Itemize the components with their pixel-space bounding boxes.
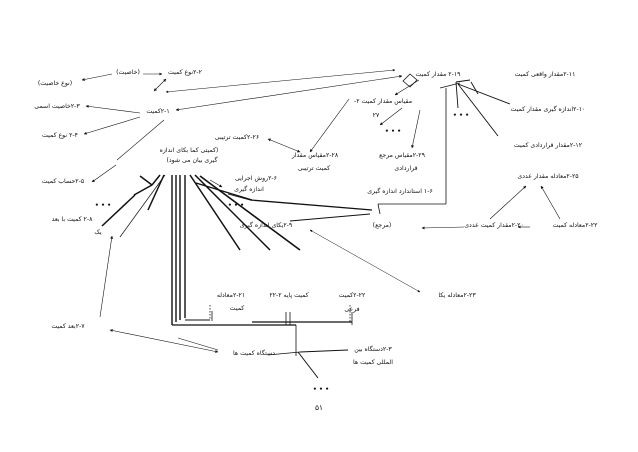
edge-13: [379, 107, 403, 126]
edge-4: [83, 116, 141, 135]
edge-10: [457, 83, 511, 105]
node-n-2-7: ۲-۷بعد کمیت: [51, 323, 85, 330]
open-diamond-connector: [402, 73, 418, 88]
node-n-2-29b: قراردادی: [394, 165, 417, 172]
ellipsis-dots-top-right: • • •: [453, 112, 469, 119]
edge-19: [489, 185, 527, 220]
edge-30: [101, 194, 136, 227]
node-n-2-29a: ۲-۲۹مقیاس مرجع: [379, 152, 425, 159]
node-n-2-28b: کمیت ترتیبی: [298, 165, 330, 172]
edge-47: [209, 179, 223, 188]
node-n-note-a: (کمیتی کما بکای اندازه: [160, 147, 219, 154]
diagram-labels: (نوع خاصیت) (خاصیت) ۲-۲نوع کمیت ۲-۳خاصیت اس…: [34, 69, 598, 393]
edge-29: [133, 184, 153, 196]
node-n-27: ۲۷: [373, 112, 380, 119]
edge-56: [177, 337, 219, 351]
page-number: ۵۱: [315, 403, 323, 412]
node-n-2-scale: مقیاس مقدار کمیت ۲-: [354, 98, 412, 105]
node-n-2-2: ۲-۲نوع کمیت: [168, 69, 203, 76]
node-n-2-4: ۲-۴ نوع کمیت: [42, 132, 78, 139]
edge-27: [139, 175, 153, 186]
edge-11: [470, 81, 479, 95]
node-n-2-12: ۲-۱۲مقدار قراردادی کمیت: [514, 142, 583, 149]
node-n-2-21: ۲-۲۱معادله: [217, 292, 245, 299]
edge-46: [199, 175, 301, 251]
edge-45: [194, 174, 271, 251]
node-n-2-22: ۲-۲۲معادله کمیت: [553, 222, 598, 229]
ellipsis-dots-bottom: • • •: [313, 386, 329, 393]
edge-3: [85, 104, 141, 114]
edge-16: [267, 138, 301, 153]
edge-61: [147, 174, 165, 211]
node-n-2-22b: کمیت پایه ۲-۲۲: [269, 292, 308, 299]
edge-6: [165, 68, 396, 94]
node-n-2-23: ۲-۲۳معادله یکا: [438, 292, 476, 299]
edge-53: [99, 235, 114, 318]
node-n-note-b: گیری بیان می شود): [166, 156, 217, 164]
edge-51: [309, 229, 421, 293]
node-n-2-3b-b: المللی کمیت ها: [353, 359, 393, 366]
edge-28: [151, 174, 161, 186]
ellipsis-dots-left: • • •: [95, 202, 111, 209]
edge-14: [411, 109, 421, 149]
edge-59: [299, 349, 349, 353]
node-n-2-20: ۲-۲۰مقدار کمیت عددی: [464, 222, 524, 229]
node-n-2-22c: ۲-۲۲کمیت: [339, 292, 366, 299]
diagram-edges: [81, 68, 561, 379]
node-n-2-19: ۲-۱۹ مقدار کمیت: [415, 71, 461, 78]
node-n-kind-prop: (نوع خاصیت): [38, 80, 72, 87]
edge-12: [394, 79, 420, 96]
edge-8: [455, 81, 459, 109]
edge-24: [421, 226, 465, 230]
node-n-2-6a: ۲-۶روش اجرایی: [235, 175, 277, 182]
edge-55: [109, 329, 219, 353]
node-n-2-1: ۲-۱کمیت: [146, 108, 169, 115]
node-n-2-28a: ۲-۲۸مقیاس مقدار: [291, 152, 339, 159]
node-n-2-10: ۲-۱۰اندازه گیری مقدار کمیت: [511, 105, 586, 113]
node-n-2-9: ۲-۹یکای اندازه گیری: [240, 221, 293, 229]
node-n-2-11: ۲-۱۱مقدار واقعی کمیت: [515, 71, 576, 78]
edge-58: [267, 351, 301, 356]
node-n-komiyat: کمیت: [230, 305, 245, 312]
edge-9: [457, 83, 499, 137]
node-n-2-26: ۲-۲۶کمیت ترتیبی: [215, 134, 259, 141]
edge-49: [249, 199, 373, 211]
node-n-farei: فرعی: [344, 306, 359, 313]
node-n-prop: (خاصیت): [116, 69, 140, 76]
edge-44: [189, 174, 241, 251]
edge-18: [540, 185, 561, 220]
edge-22: [377, 203, 381, 215]
edge-54: [119, 174, 166, 238]
edge-50: [289, 213, 371, 222]
ellipsis-dots-scale: • • •: [385, 128, 401, 135]
edge-0: [81, 73, 113, 81]
ellipsis-dots-mid: • • •: [228, 202, 244, 209]
node-n-2-3: ۲-۳خاصیت اسمی: [34, 103, 80, 110]
edge-52: [195, 182, 253, 201]
node-n-2-8a: ۲-۸ کمیت با بعد: [52, 216, 93, 223]
edge-15: [439, 82, 461, 89]
edge-7: [455, 79, 471, 83]
edge-2: [153, 78, 167, 92]
node-n-2-8b: یک: [94, 229, 102, 236]
node-n-2-5: ۲-۵حساب کمیت: [42, 178, 84, 185]
edge-48: [227, 193, 251, 201]
node-n-2-3b-a: ۲-۳دستگاه بین: [354, 345, 392, 353]
node-n-2-6b: اندازه گیری: [234, 185, 264, 193]
edge-26: [116, 119, 165, 161]
edge-60: [297, 351, 319, 379]
node-n-2-25: ۲-۲۵معادله مقدار عددی: [517, 173, 578, 180]
node-n-ref: (مرجع): [373, 222, 392, 229]
edge-25: [91, 164, 117, 183]
node-n-1-6: ۱-۶ استاندارد اندازه گیری: [367, 187, 433, 195]
edge-17: [309, 98, 350, 153]
node-n-system: دستگاه کمیت ها: [233, 349, 275, 357]
